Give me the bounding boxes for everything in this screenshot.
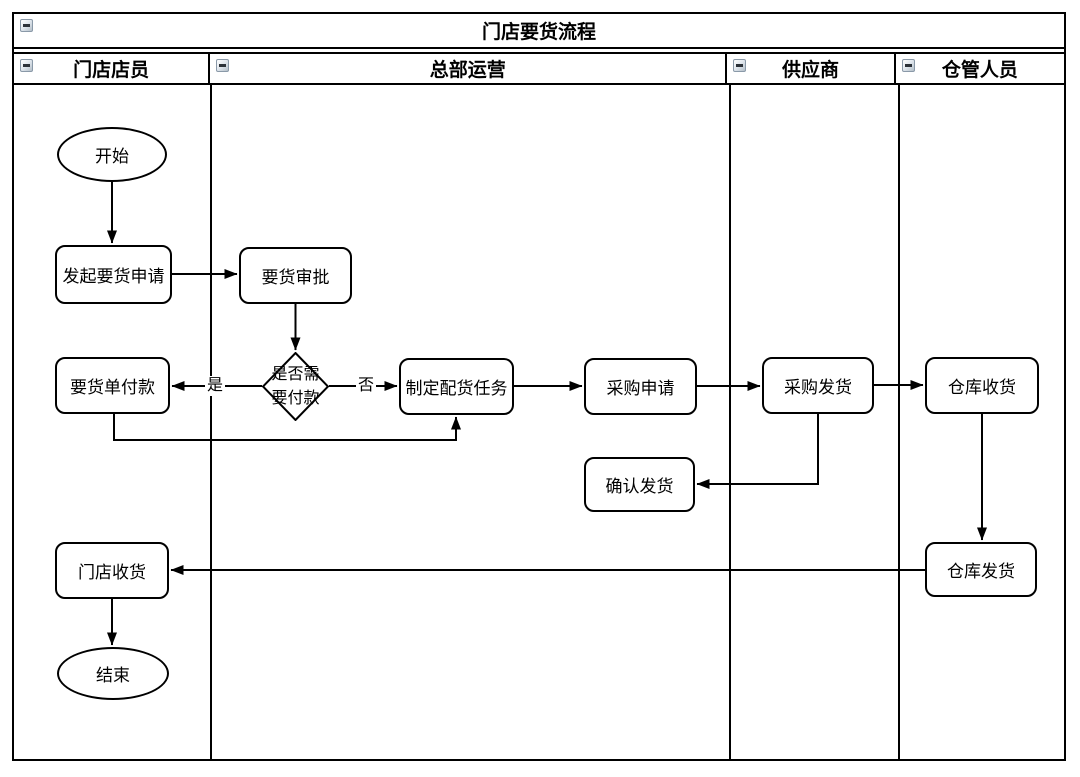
node-payment[interactable]: 要货单付款 [55, 357, 170, 414]
collapse-icon[interactable] [216, 59, 230, 72]
lane-divider [210, 85, 212, 761]
node-label: 制定配货任务 [405, 379, 508, 398]
node-label: 确认发货 [605, 477, 674, 496]
lane-label: 供应商 [781, 60, 839, 81]
collapse-icon[interactable] [20, 19, 33, 32]
node-decision-payment-needed[interactable]: 是否需 要付款 [262, 352, 329, 421]
lane-header-store-clerk[interactable]: 门店店员 [14, 54, 211, 83]
node-approve[interactable]: 要货审批 [239, 247, 352, 304]
node-label: 仓库发货 [947, 562, 1015, 581]
node-start[interactable]: 开始 [57, 127, 167, 182]
node-label: 仓库收货 [948, 378, 1016, 397]
collapse-icon[interactable] [20, 59, 33, 72]
minus-glyph [23, 24, 30, 27]
decision-line2: 要付款 [271, 389, 320, 407]
node-purchase-request[interactable]: 采购申请 [584, 358, 697, 415]
decision-line1: 是否需 [271, 365, 320, 383]
node-warehouse-receive[interactable]: 仓库收货 [925, 357, 1039, 414]
node-warehouse-ship[interactable]: 仓库发货 [925, 542, 1037, 597]
node-label: 发起要货申请 [62, 267, 165, 286]
pool-title-bar: 门店要货流程 [14, 14, 1064, 49]
lane-label: 总部运营 [429, 60, 506, 81]
node-label: 采购发货 [784, 378, 852, 397]
lane-header-hq-ops[interactable]: 总部运营 [210, 54, 728, 83]
minus-glyph [23, 64, 30, 67]
lane-divider [729, 85, 731, 761]
node-label: 要货审批 [261, 268, 330, 287]
node-label: 采购申请 [606, 379, 675, 398]
node-supplier-ship[interactable]: 采购发货 [762, 357, 874, 414]
lane-header-supplier[interactable]: 供应商 [727, 54, 896, 83]
node-label: 门店收货 [78, 563, 146, 582]
node-label: 开始 [95, 147, 129, 166]
node-label: 是否需 要付款 [271, 363, 319, 411]
collapse-icon[interactable] [901, 59, 915, 72]
node-create-task[interactable]: 制定配货任务 [399, 358, 514, 415]
lane-body [14, 85, 1064, 761]
node-confirm-shipment[interactable]: 确认发货 [584, 457, 695, 512]
lane-header-row: 门店店员 总部运营 供应商 仓管人员 [14, 52, 1064, 85]
node-label: 要货单付款 [70, 378, 155, 397]
pool-store-requisition: 门店要货流程 门店店员 总部运营 供应商 仓管人员 [12, 12, 1066, 761]
minus-glyph [904, 64, 912, 67]
collapse-icon[interactable] [733, 59, 747, 72]
lane-label: 门店店员 [73, 60, 150, 81]
minus-glyph [736, 64, 744, 67]
minus-glyph [219, 64, 227, 67]
node-label: 结束 [96, 666, 130, 685]
pool-title: 门店要货流程 [481, 22, 596, 43]
node-end[interactable]: 结束 [57, 647, 169, 700]
edge-label-yes: 是 [205, 376, 225, 396]
lane-divider [898, 85, 900, 761]
lane-header-warehouse[interactable]: 仓管人员 [896, 54, 1064, 83]
node-store-receive[interactable]: 门店收货 [55, 542, 169, 599]
edge-label-no: 否 [356, 376, 376, 396]
lane-label: 仓管人员 [941, 60, 1018, 81]
node-apply-request[interactable]: 发起要货申请 [55, 245, 172, 304]
